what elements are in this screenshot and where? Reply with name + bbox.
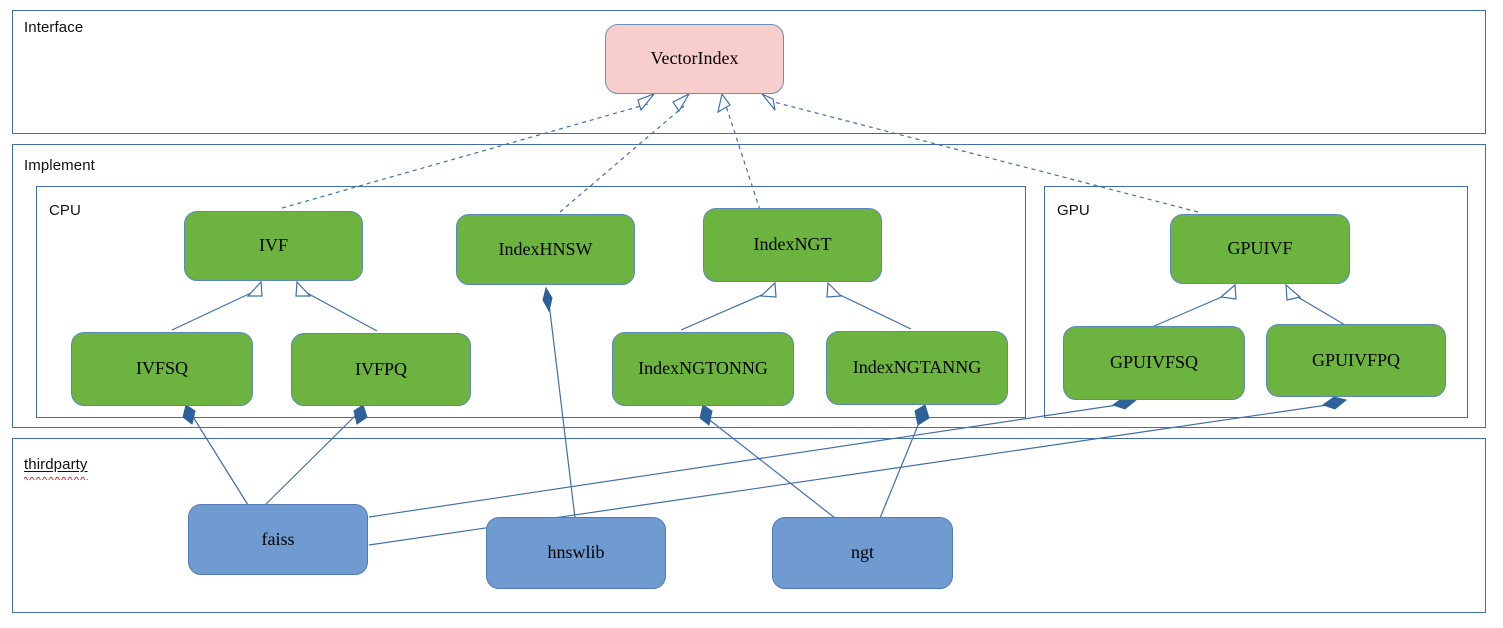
composition-diamond-ivfsq [182, 404, 196, 425]
node-vectorindex-label: VectorIndex [650, 48, 739, 69]
edge-ivfpq-ivf [306, 292, 378, 332]
package-thirdparty-label-text: thirdparty [24, 456, 88, 473]
realization-arrowhead-gpuivf [761, 93, 776, 111]
node-ivf[interactable]: IVF [184, 211, 363, 281]
node-gpuivf-label: GPUIVF [1227, 238, 1293, 259]
node-hnswlib[interactable]: hnswlib [486, 517, 666, 589]
package-interface-label: Interface [24, 19, 84, 36]
composition-diamond-gpuivfpq [1321, 396, 1348, 410]
node-indexhnsw-label: IndexHNSW [498, 238, 593, 259]
inheritance-arrowhead-indexngtonng [759, 281, 777, 298]
node-indexngt-label: IndexNGT [753, 234, 832, 255]
edge-faiss-gpuivfsq [368, 403, 1125, 518]
node-ivf-label: IVF [258, 235, 288, 256]
edge-ngt-indexngtanng [879, 417, 922, 519]
node-ngt-label: ngt [850, 542, 874, 563]
node-indexngtonng[interactable]: IndexNGTONNG [612, 332, 794, 406]
node-ngt[interactable]: ngt [772, 517, 953, 589]
node-gpuivfsq[interactable]: GPUIVFSQ [1063, 326, 1245, 400]
node-indexngt[interactable]: IndexNGT [703, 208, 882, 282]
composition-diamond-ivfpq [353, 404, 368, 425]
node-ivfpq[interactable]: IVFPQ [291, 333, 471, 406]
edge-hnswlib-indexhnsw [548, 302, 576, 519]
edge-indexngtanng-indexngt [837, 293, 912, 330]
composition-diamond-indexngtonng [699, 404, 713, 426]
inheritance-arrowhead-gpuivfpq [1285, 283, 1302, 301]
edge-indexngtonng-indexngt [680, 293, 765, 331]
inheritance-arrowhead-ivfsq [246, 280, 263, 297]
edge-faiss-ivfsq [189, 411, 249, 506]
package-cpu-label: CPU [49, 202, 81, 219]
edge-ngt-indexngtonng [706, 417, 836, 519]
node-gpuivfpq-label: GPUIVFPQ [1311, 349, 1401, 370]
package-implement [12, 144, 1486, 428]
inheritance-arrowhead-ivfpq [295, 280, 312, 297]
package-interface [12, 10, 1486, 134]
node-indexngtanng[interactable]: IndexNGTANNG [826, 331, 1008, 405]
realization-arrowhead-ivf [637, 92, 656, 112]
node-gpuivfsq-label: GPUIVFSQ [1109, 352, 1199, 373]
node-ivfsq[interactable]: IVFSQ [71, 332, 253, 406]
inheritance-arrowhead-indexngtanng [826, 281, 843, 298]
package-cpu [36, 186, 1026, 418]
package-thirdparty [12, 438, 1486, 613]
composition-diamond-indexhnsw [542, 286, 553, 313]
node-indexngtonng-label: IndexNGTONNG [638, 358, 768, 379]
node-faiss[interactable]: faiss [188, 504, 368, 575]
node-vectorindex[interactable]: VectorIndex [605, 24, 784, 94]
realization-arrowhead-indexhnsw [672, 92, 691, 113]
edge-gpuivfpq-gpuivf [1295, 295, 1346, 326]
inheritance-arrowhead-gpuivfsq [1219, 283, 1237, 300]
edge-ivf-vectorindex [281, 103, 649, 209]
edge-gpuivfsq-gpuivf [1151, 295, 1225, 328]
node-gpuivf[interactable]: GPUIVF [1170, 214, 1350, 284]
composition-diamond-indexngtanng [914, 404, 930, 426]
node-faiss-label: faiss [261, 528, 295, 549]
package-implement-label: Implement [24, 157, 95, 174]
node-hnswlib-label: hnswlib [547, 542, 605, 563]
node-indexngtanng-label: IndexNGTANNG [852, 357, 982, 378]
edge-gpuivf-vectorindex [769, 100, 1199, 213]
node-ivfpq-label: IVFPQ [354, 358, 407, 379]
edge-ivfsq-ivf [171, 292, 252, 331]
edge-faiss-ivfpq [263, 411, 360, 507]
node-ivfsq-label: IVFSQ [135, 358, 188, 379]
node-gpuivfpq[interactable]: GPUIVFPQ [1266, 324, 1446, 397]
node-indexhnsw[interactable]: IndexHNSW [456, 214, 635, 285]
package-gpu-label: GPU [1057, 202, 1090, 219]
package-gpu [1044, 186, 1468, 418]
edge-indexngt-vectorindex [725, 105, 761, 211]
edge-indexhnsw-vectorindex [559, 105, 685, 213]
realization-arrowhead-indexngt [717, 92, 731, 114]
